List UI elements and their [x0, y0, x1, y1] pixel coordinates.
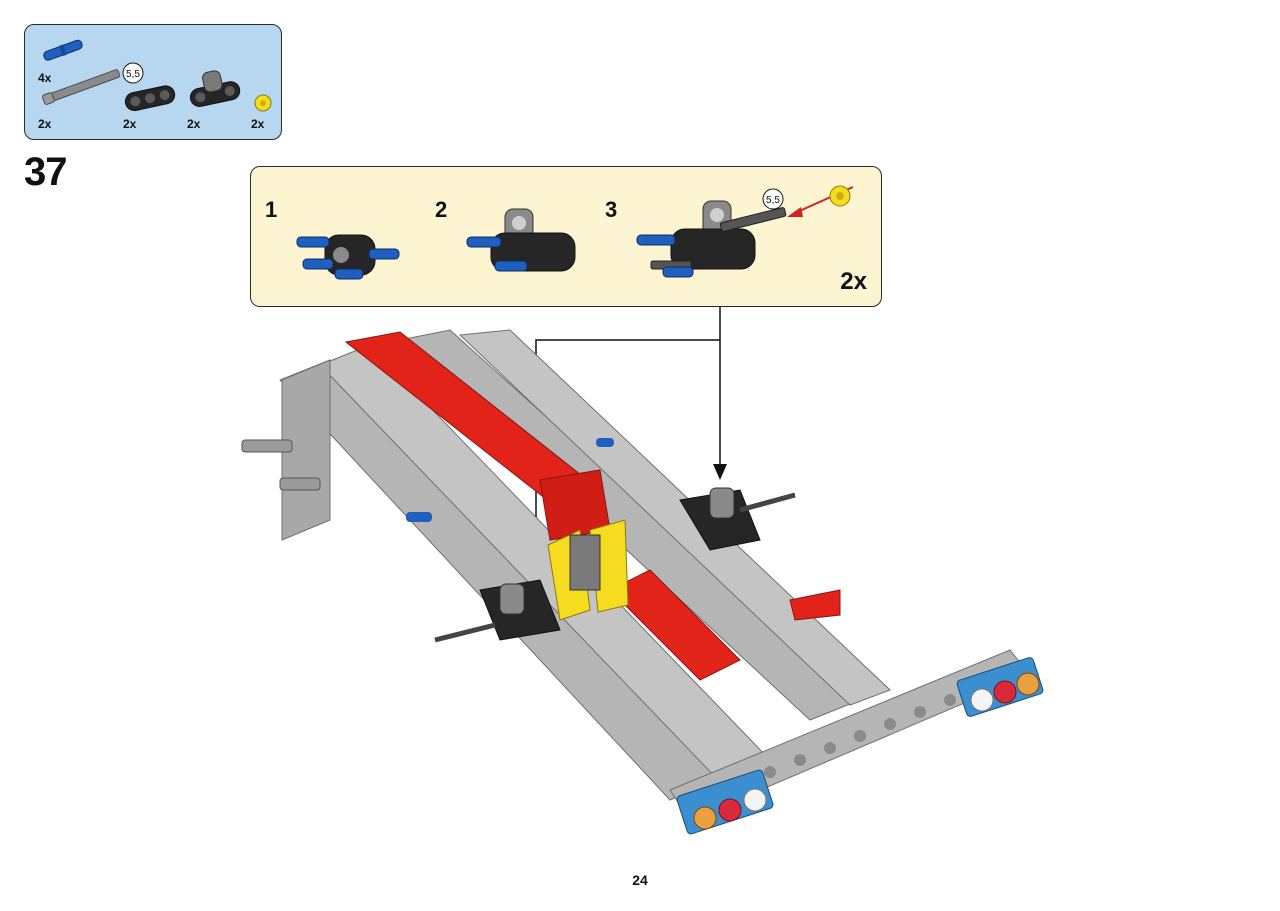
- sub-step-2-model: [466, 208, 576, 272]
- qty-blue-pin: 4x: [38, 71, 52, 85]
- qty-black-axle-beam: 2x: [187, 117, 201, 131]
- qty-grey-axle: 2x: [38, 117, 52, 131]
- sub-yellow-bush-icon: [829, 185, 851, 207]
- black-beam-icon: [124, 85, 176, 112]
- qty-black-beam: 2x: [123, 117, 137, 131]
- yellow-bush-icon: [254, 94, 272, 112]
- sub-step-3-model: [636, 200, 787, 278]
- step-number: 37: [24, 150, 67, 194]
- grey-axle-icon: [42, 69, 121, 105]
- sub-step-3: 3: [605, 197, 618, 222]
- sub-assembly-multiplier: 2x: [840, 268, 867, 295]
- blue-pin-icon: [43, 39, 83, 61]
- page-number: 24: [632, 872, 648, 888]
- qty-yellow-bush: 2x: [251, 117, 265, 131]
- axle-length-label: 5,5: [126, 69, 140, 80]
- axle-length-badge-icon: 5,5: [122, 62, 144, 84]
- sub-step-1-model: [296, 234, 400, 280]
- black-axle-beam-icon: [189, 70, 241, 107]
- sub-assembly-callout: 1 2 3 5,5 2x: [250, 166, 882, 307]
- sub-step-2: 2: [435, 197, 448, 222]
- sub-axle-length-badge: 5,5: [762, 188, 784, 210]
- sub-axle-length-label: 5,5: [766, 195, 780, 206]
- sub-step-1: 1: [265, 197, 278, 222]
- parts-list-callout: 4x 5,5 2x 2x 2x 2x: [24, 24, 282, 140]
